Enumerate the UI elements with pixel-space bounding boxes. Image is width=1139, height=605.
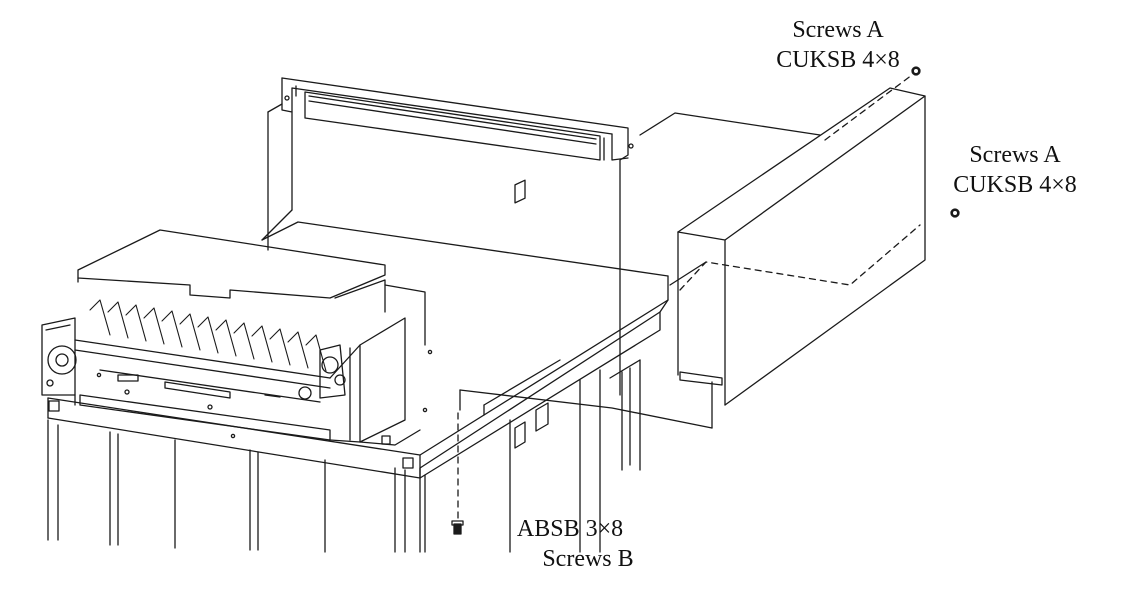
screws-b-callout: ABSB 3×8 Screws B [470,514,670,574]
screws-a-right-title: Screws A [969,142,1061,168]
screws-a-top-title: Screws A [792,17,884,43]
paper-tray-assembly [42,230,432,445]
base-cabinet [48,180,668,552]
screw-a-top-icon [912,67,920,75]
screws-a-right-spec: CUKSB 4×8 [953,172,1077,198]
screws-b-title: Screws B [542,546,634,572]
screw-b-icon [452,413,463,534]
screws-a-top-callout: Screws A CUKSB 4×8 [728,15,948,75]
side-cover [460,75,925,428]
screws-a-right-callout: Screws A CUKSB 4×8 [910,140,1120,200]
screws-a-top-spec: CUKSB 4×8 [776,47,900,73]
screws-b-spec: ABSB 3×8 [516,516,624,542]
screw-a-right-icon [951,209,959,217]
rear-panel [262,78,633,395]
